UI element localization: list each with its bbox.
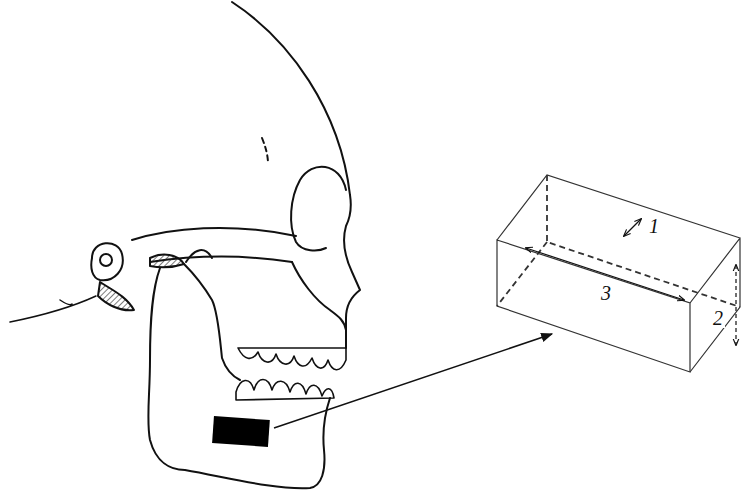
upper-teeth [238,348,346,370]
sample-block [212,416,270,447]
dimension-arrow-2 [735,265,736,345]
pointer-arrow [274,334,552,428]
temporal-line [262,138,268,164]
ear-canal [100,254,112,266]
callout-number: 3 [599,283,613,303]
callout-number: 2 [711,308,725,328]
cheek-line [292,262,346,330]
callout-number: 1 [647,216,661,236]
mastoid-hatch [98,282,134,310]
ear-bone [91,243,123,280]
dimension-arrow-1 [624,219,641,236]
coronoid [186,250,212,262]
condyle-hatch [150,255,184,268]
lower-teeth [236,380,334,401]
cranium-outline [232,2,360,348]
orbit-outline [291,167,346,251]
mandible-outline [148,268,330,488]
nerve-line [10,296,96,322]
specimen-box [497,175,740,372]
ramus-anterior [184,264,240,380]
